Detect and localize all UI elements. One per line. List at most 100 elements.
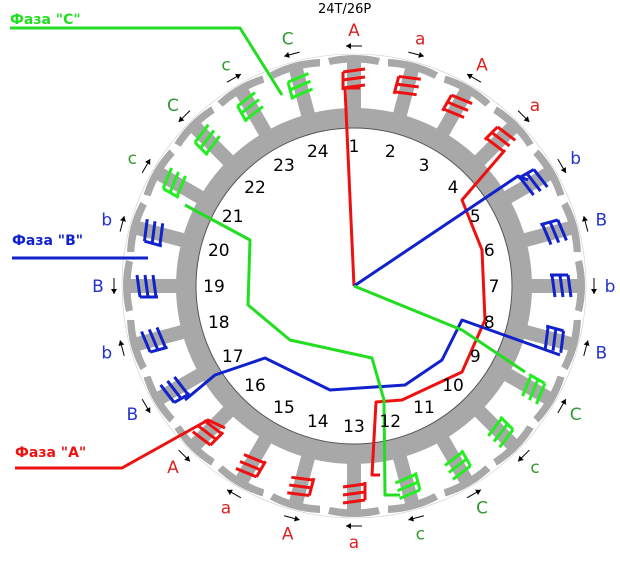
direction-arrow-icon <box>466 489 482 499</box>
tooth-number: 10 <box>442 376 464 396</box>
stator-yoke <box>176 108 532 464</box>
winding-label: A <box>167 458 179 478</box>
coil-A <box>441 93 473 119</box>
winding-label: a <box>349 533 359 553</box>
tooth-number: 9 <box>470 347 481 367</box>
winding-label: c <box>416 524 425 544</box>
coil-A <box>235 453 267 479</box>
winding-label: a <box>415 30 425 50</box>
wire-phase-a-lead <box>15 418 226 470</box>
direction-arrow-icon <box>226 73 242 83</box>
phase-b-label: Фаза "B" <box>12 233 84 249</box>
coil-B <box>140 326 168 354</box>
winding-label: a <box>530 96 540 116</box>
coil-A <box>392 74 421 97</box>
tooth-number: 16 <box>244 376 266 396</box>
coil-C <box>521 373 547 405</box>
direction-arrow-icon <box>141 398 151 414</box>
tooth-number: 22 <box>244 178 266 198</box>
winding-label: c <box>221 55 230 75</box>
direction-arrow-icon <box>408 51 424 58</box>
tooth-number: 12 <box>379 412 401 432</box>
direction-arrow-icon <box>284 515 300 522</box>
winding-label: b <box>101 343 112 363</box>
coil-B <box>543 324 566 353</box>
direction-arrow-icon <box>141 158 151 174</box>
tooth-number: 21 <box>222 207 244 227</box>
tooth-number: 3 <box>419 156 430 176</box>
coil-C <box>236 91 264 123</box>
direction-arrow-icon <box>346 43 362 49</box>
direction-arrow-icon <box>111 278 117 294</box>
coil-B <box>159 376 191 404</box>
tooth-number: 23 <box>273 156 295 176</box>
direction-arrow-icon <box>118 340 125 356</box>
winding-label: B <box>595 343 607 363</box>
direction-arrow-icon <box>178 449 191 462</box>
winding-label: b <box>101 211 112 231</box>
winding-label: b <box>570 149 581 169</box>
winding-label: B <box>92 277 104 297</box>
outer-outline <box>121 53 587 519</box>
direction-arrow-icon <box>582 216 589 232</box>
direction-arrow-icon <box>557 398 567 414</box>
tooth-number: 20 <box>208 241 230 261</box>
winding-label: C <box>570 405 582 425</box>
wire-phase-c-jumper <box>184 203 400 497</box>
tooth-number: 15 <box>273 398 295 418</box>
winding-label: A <box>282 524 294 544</box>
coil-C <box>487 415 515 449</box>
direction-arrow-icon <box>408 515 424 522</box>
wire-phase-a-jumper <box>370 149 507 477</box>
coil-A <box>342 482 367 505</box>
direction-arrow-icon <box>119 216 126 232</box>
direction-arrow-icon <box>583 340 590 356</box>
coil-C <box>193 123 221 157</box>
direction-arrow-icon <box>517 110 530 123</box>
wire-phase-b-neutral <box>353 174 529 288</box>
winding-label: c <box>128 149 137 169</box>
winding-label: A <box>348 21 360 41</box>
coil-C <box>444 449 472 481</box>
coil-A <box>287 475 316 498</box>
tooth-number: 5 <box>470 207 481 227</box>
coil-C <box>161 167 187 199</box>
winding-label: C <box>282 30 294 50</box>
tooth-number: 13 <box>343 417 365 437</box>
phase-a-label: Фаза "A" <box>15 445 87 461</box>
direction-arrow-icon <box>226 489 242 499</box>
direction-arrow-icon <box>517 449 530 462</box>
stator-bore <box>195 127 513 445</box>
coil-C <box>286 72 314 100</box>
stator-tooth <box>123 260 178 312</box>
winding-label: C <box>476 499 488 519</box>
coils <box>135 67 573 505</box>
winding-label: A <box>476 55 488 75</box>
tooth-number: 18 <box>208 313 230 333</box>
direction-arrow-icon <box>346 523 362 529</box>
direction-arrow-icon <box>557 158 567 174</box>
coil-B <box>550 273 573 298</box>
coil-B <box>135 274 158 299</box>
winding-label: B <box>126 405 138 425</box>
wire-phase-c-lead <box>10 26 284 96</box>
coil-A <box>191 419 225 447</box>
direction-arrow-icon <box>178 110 191 123</box>
stator-tooth <box>328 55 380 110</box>
coil-B <box>540 218 568 246</box>
direction-arrow-icon <box>466 73 482 83</box>
tooth-number: 2 <box>385 142 396 162</box>
phase-wires <box>10 26 561 497</box>
tooth-number: 6 <box>484 241 495 261</box>
coil-C <box>394 472 422 500</box>
winding-label: c <box>530 458 539 478</box>
tooth-number: 8 <box>484 313 495 333</box>
stator-tooth <box>530 260 585 312</box>
tooth-number: 4 <box>448 178 459 198</box>
direction-arrow-icon <box>284 51 300 58</box>
winding-label: B <box>595 211 607 231</box>
coil-A <box>483 125 517 153</box>
